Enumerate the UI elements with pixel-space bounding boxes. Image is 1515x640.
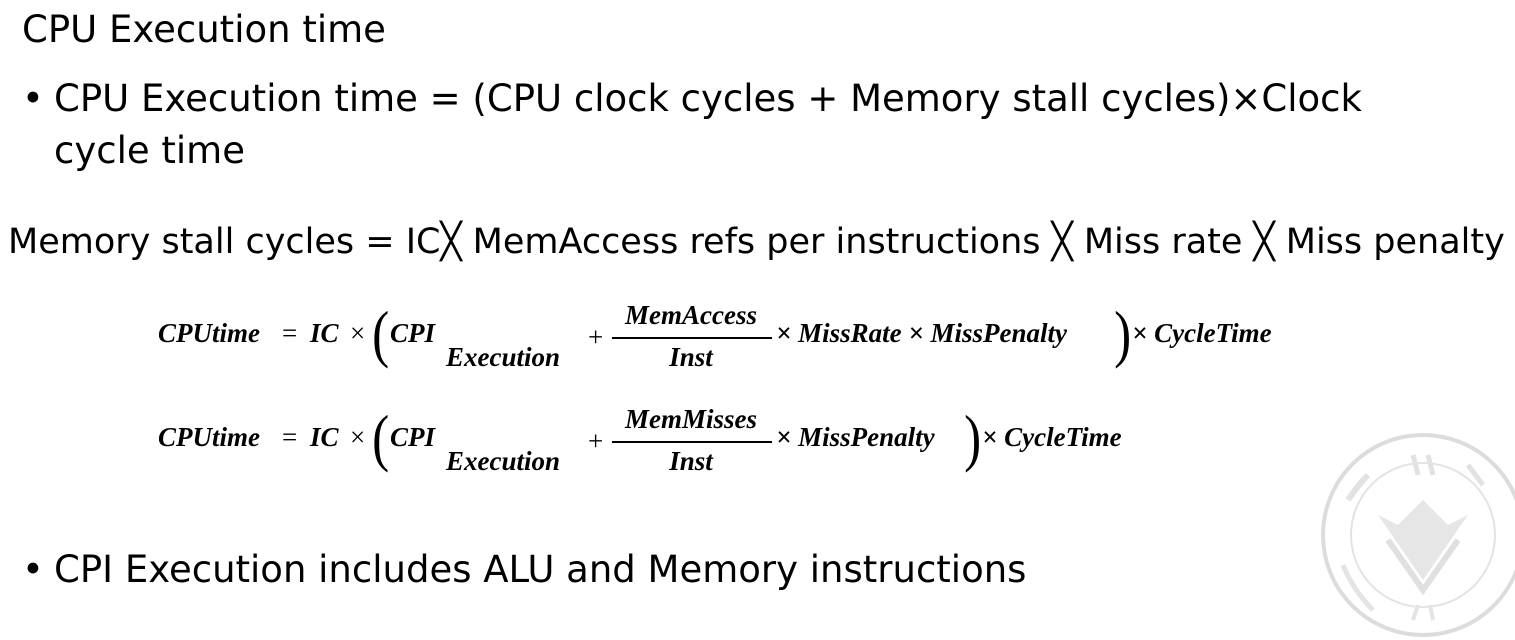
bullet-text: CPI Execution includes ALU and Memory in… <box>54 548 1027 591</box>
eq2-equals: = <box>282 422 298 452</box>
eq1-ic: IC <box>310 318 339 348</box>
bullet-text: CPU Execution time = (CPU clock cycles +… <box>54 77 1362 172</box>
eq2-numerator: MemMisses <box>624 404 757 434</box>
bullet-icon: • <box>22 548 44 591</box>
eq2-open-paren: ( <box>372 402 390 473</box>
eq1-times: × <box>350 318 366 348</box>
eq2-lhs: CPUtime <box>158 422 260 452</box>
equation-cpu-time-memaccess: CPUtime = IC × ( CPI Execution + MemAcce… <box>158 300 1318 390</box>
eq2-fraction-bar <box>612 441 772 443</box>
eq2-subscript: Execution <box>446 446 561 476</box>
eq1-plus: + <box>588 322 604 352</box>
eq1-cpi: CPI <box>390 318 436 348</box>
eq2-tail: × CycleTime <box>982 422 1122 452</box>
eq1-open-paren: ( <box>372 298 390 369</box>
eq2-cpi: CPI <box>390 422 436 452</box>
slide-title: CPU Execution time <box>22 8 386 51</box>
eq1-fraction-bar <box>612 337 772 339</box>
eq2-denominator: Inst <box>669 446 713 476</box>
eq1-tail: × CycleTime <box>1132 318 1272 348</box>
eq1-subscript: Execution <box>446 342 561 372</box>
bullet-icon: • <box>22 77 44 120</box>
eq1-denominator: Inst <box>669 342 713 372</box>
equation-cpu-time-memmisses: CPUtime = IC × ( CPI Execution + MemMiss… <box>158 404 1158 494</box>
memory-stall-cycles-line: Memory stall cycles = IC╳ MemAccess refs… <box>8 222 1505 262</box>
eq1-equals: = <box>282 318 298 348</box>
eq1-lhs: CPUtime <box>158 318 260 348</box>
university-seal-watermark <box>1321 433 1515 637</box>
eq1-numerator: MemAccess <box>625 300 757 330</box>
eq2-close-paren: ) <box>964 402 982 473</box>
eq1-rest: × MissRate × MissPenalty <box>776 318 1068 348</box>
eq2-plus: + <box>588 426 604 456</box>
eq1-close-paren: ) <box>1114 298 1132 369</box>
eq2-times: × <box>350 422 366 452</box>
eq2-ic: IC <box>310 422 339 452</box>
eq2-rest: × MissPenalty <box>776 422 935 452</box>
